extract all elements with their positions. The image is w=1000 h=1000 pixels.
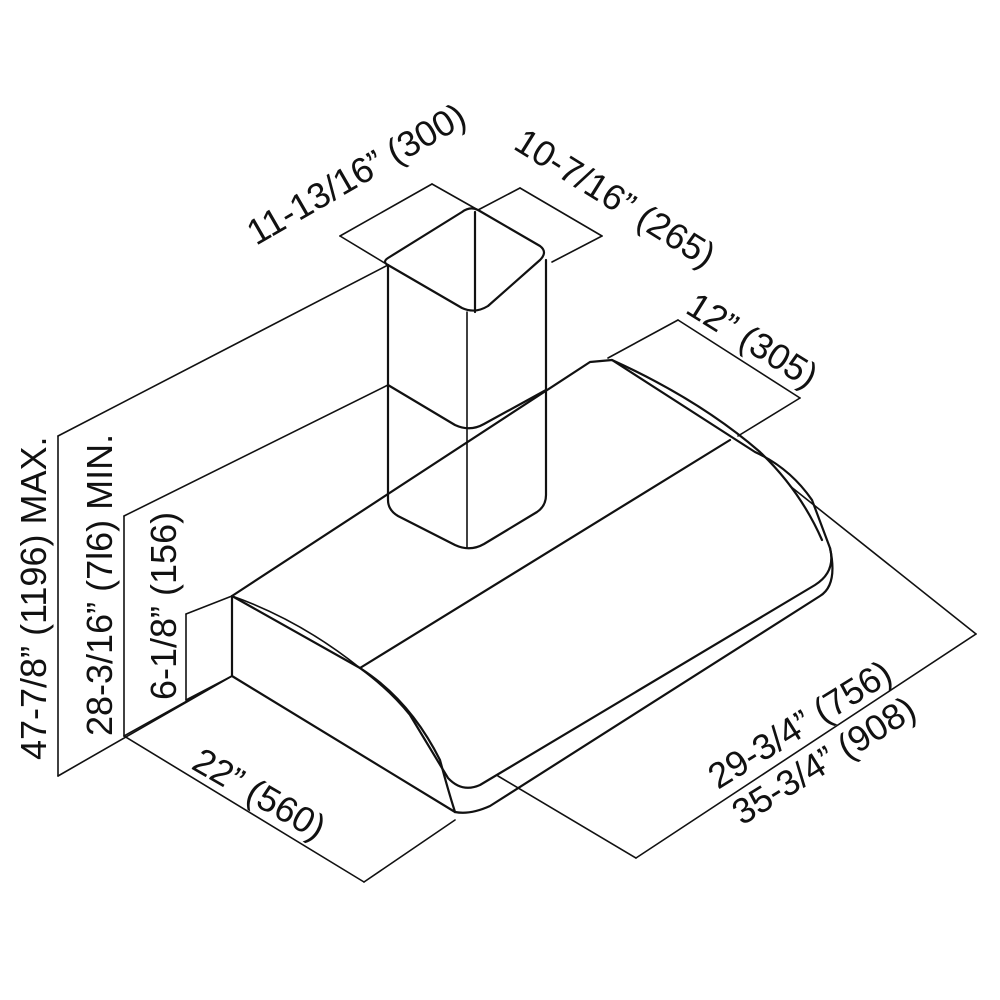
label-max-height: 47-7/8” (1196) MAX.: [13, 437, 54, 760]
hood-body: [230, 358, 834, 814]
hood-top-outline: [230, 358, 833, 789]
label-duct-width: 11-13/16” (300): [240, 95, 473, 253]
dim-hood-depth-line: [123, 735, 365, 883]
hood-ridge-line: [358, 438, 732, 670]
label-min-height: 28-3/16” (7l6) MIN.: [79, 434, 120, 736]
dim-overall-width-line: [635, 633, 977, 859]
hood-right-curve: [610, 358, 824, 542]
chimney-left-edge: [386, 258, 548, 550]
dim-duct-width-line: [339, 183, 433, 237]
chimney-section-seam: [386, 383, 548, 430]
label-hood-depth: 22” (560): [186, 739, 333, 848]
hood-front-curve: [358, 666, 457, 814]
chimney-top-opening: [383, 207, 546, 312]
label-hood-top-depth: 12” (305): [680, 284, 826, 396]
dimension-lines: [57, 183, 977, 883]
dim-duct-depth-line: [519, 187, 603, 237]
hood-side-seam: [231, 595, 361, 669]
label-duct-depth: 10-7/16” (265): [508, 120, 723, 276]
hood-front-bottom-edge: [453, 546, 834, 814]
chimney: [383, 207, 548, 550]
label-hood-height: 6-1/8” (156): [143, 512, 184, 700]
dim-inner-width-line: [497, 775, 637, 859]
dim-hood-top-depth-line: [677, 319, 801, 399]
